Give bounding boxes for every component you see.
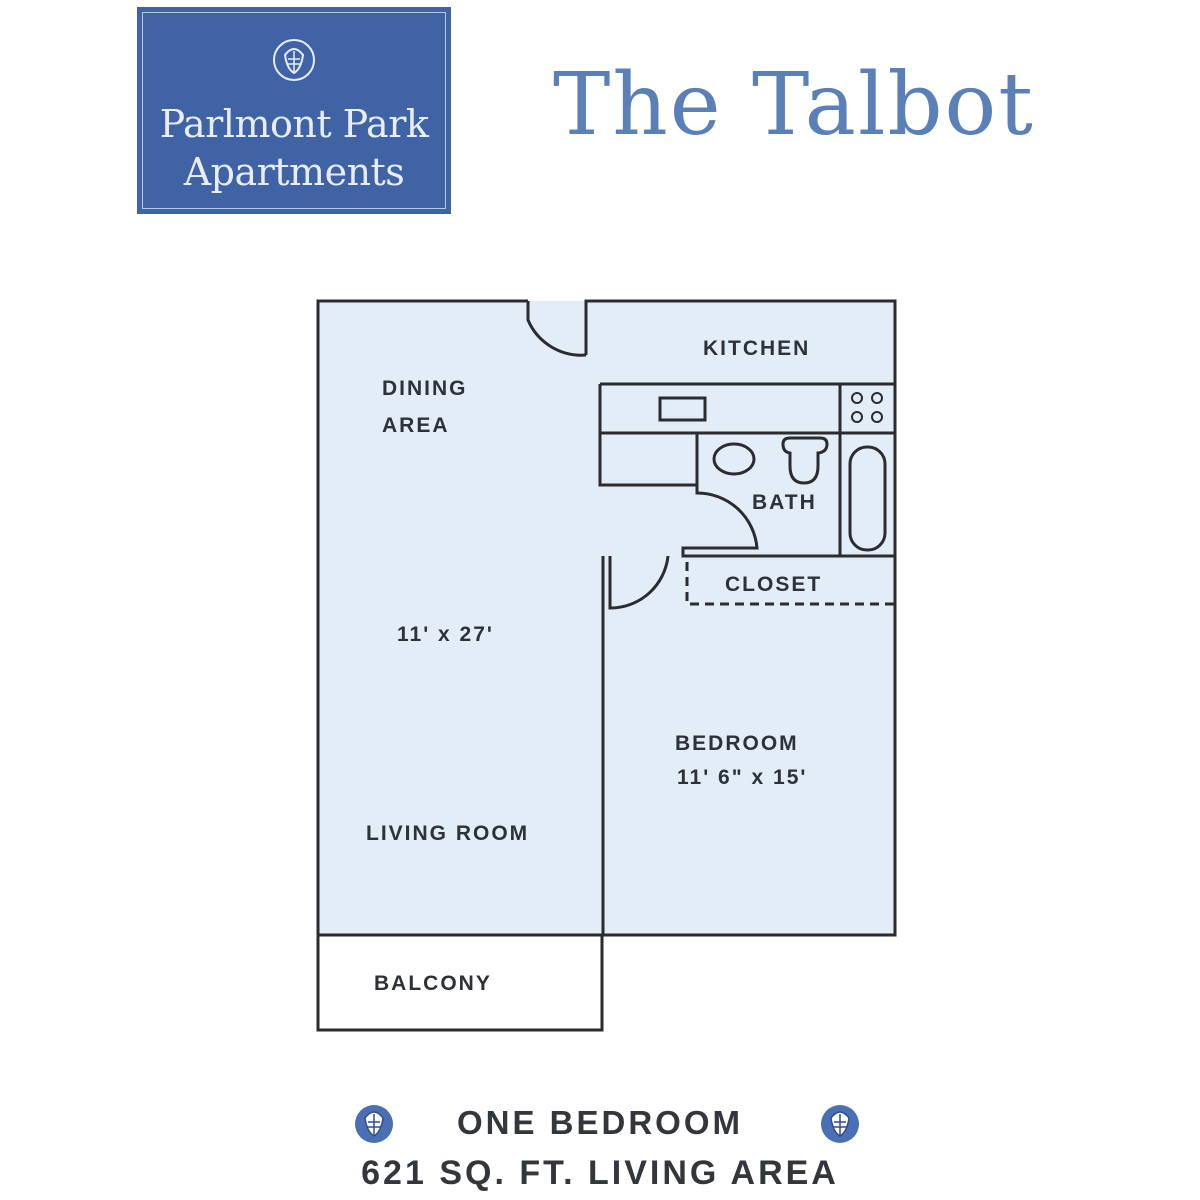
entry-door (526, 301, 587, 357)
label-bedroom: BEDROOM (675, 732, 799, 755)
balcony-wall (316, 935, 604, 1032)
label-bath: BATH (752, 491, 817, 514)
logo: Parlmont Park Apartments (137, 7, 451, 214)
bath-wall (681, 433, 895, 558)
bath-sink (712, 442, 756, 476)
bedroom-door (608, 555, 670, 610)
bathtub (848, 445, 887, 552)
thistle-crest-icon (821, 1105, 859, 1143)
logo-border (142, 12, 446, 209)
floor-area (318, 301, 895, 935)
label-living-room: LIVING ROOM (366, 822, 529, 845)
label-living-dimensions: 11' x 27' (397, 623, 494, 646)
stove-burners (851, 392, 883, 423)
page-title: The Talbot (553, 55, 1035, 155)
closet-outline (685, 562, 895, 606)
label-dining-1: DINING (382, 377, 468, 400)
unit-type: ONE BEDROOM (456, 1104, 743, 1141)
label-balcony: BALCONY (374, 972, 492, 995)
thistle-crest-icon (273, 39, 315, 81)
toilet (781, 436, 829, 485)
label-bedroom-dimensions: 11' 6" x 15' (677, 766, 807, 789)
logo-line-2: Apartments (183, 150, 405, 194)
thistle-crest-icon (355, 1105, 393, 1143)
label-dining-2: AREA (382, 414, 450, 437)
kitchen-sink (658, 396, 707, 422)
floor-plan: KITCHEN DINING AREA 11' x 27' LIVING ROO… (316, 299, 897, 1032)
label-kitchen: KITCHEN (703, 337, 810, 360)
walls (316, 299, 897, 1032)
logo-line-1: Parlmont Park (159, 102, 429, 146)
label-closet: CLOSET (725, 573, 822, 596)
outer-wall (316, 299, 897, 937)
living-area: 621 SQ. FT. LIVING AREA (361, 1154, 839, 1192)
